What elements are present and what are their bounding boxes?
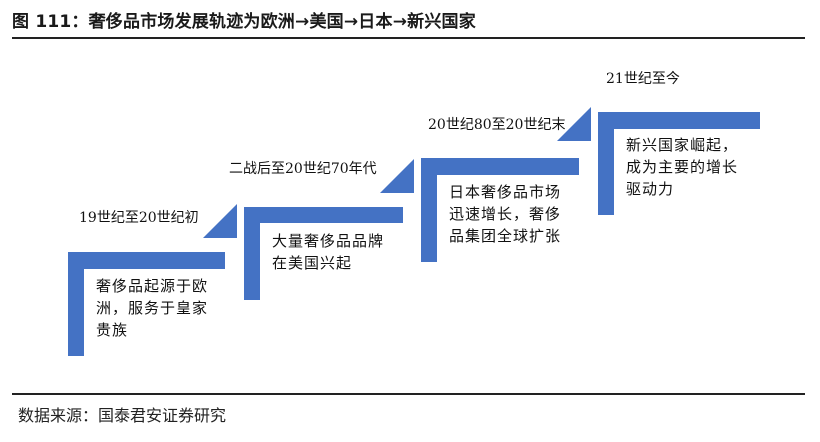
stage-1-line: 洲，服务于皇家	[96, 299, 209, 317]
stage-4-period: 21世纪至今	[606, 71, 680, 87]
stage-1-arrow	[203, 204, 237, 238]
stage-3-bracket	[421, 158, 579, 262]
stage-3-line: 品集团全球扩张	[449, 227, 562, 245]
stage-2-description: 大量奢侈品品牌 在美国兴起	[272, 230, 384, 274]
stage-3-line: 迅速增长，奢侈	[449, 205, 562, 223]
source-note: 数据来源：国泰君安证券研究	[18, 406, 227, 425]
stage-4-line: 成为主要的增长	[626, 158, 739, 176]
stage-4-bracket	[598, 112, 760, 215]
stage-3-period: 20世纪80至20世纪末	[428, 117, 566, 133]
stage-2-period: 二战后至20世纪70年代	[229, 161, 377, 177]
figure-title: 图 111：奢侈品市场发展轨迹为欧洲→美国→日本→新兴国家	[12, 12, 476, 32]
stage-1-line: 贵族	[96, 321, 129, 339]
stage-3-line: 日本奢侈品市场	[449, 183, 562, 201]
stage-1-bracket	[68, 252, 225, 356]
stage-2-line: 大量奢侈品品牌	[272, 232, 385, 250]
stage-4-description: 新兴国家崛起， 成为主要的增长 驱动力	[626, 134, 738, 200]
top-rule	[12, 37, 805, 39]
stage-4-line: 驱动力	[626, 180, 675, 198]
stage-2-bracket	[244, 207, 403, 300]
stage-3-description: 日本奢侈品市场 迅速增长，奢侈 品集团全球扩张	[449, 181, 561, 247]
stage-1-line: 奢侈品起源于欧	[96, 277, 209, 295]
stage-2-arrow	[380, 159, 414, 193]
bottom-rule	[12, 393, 805, 395]
stage-2-line: 在美国兴起	[272, 254, 353, 272]
stage-1-period: 19世纪至20世纪初	[79, 210, 199, 226]
stage-3-arrow	[557, 107, 591, 141]
stage-1-description: 奢侈品起源于欧 洲，服务于皇家 贵族	[96, 275, 208, 341]
stage-4-line: 新兴国家崛起，	[626, 136, 739, 154]
